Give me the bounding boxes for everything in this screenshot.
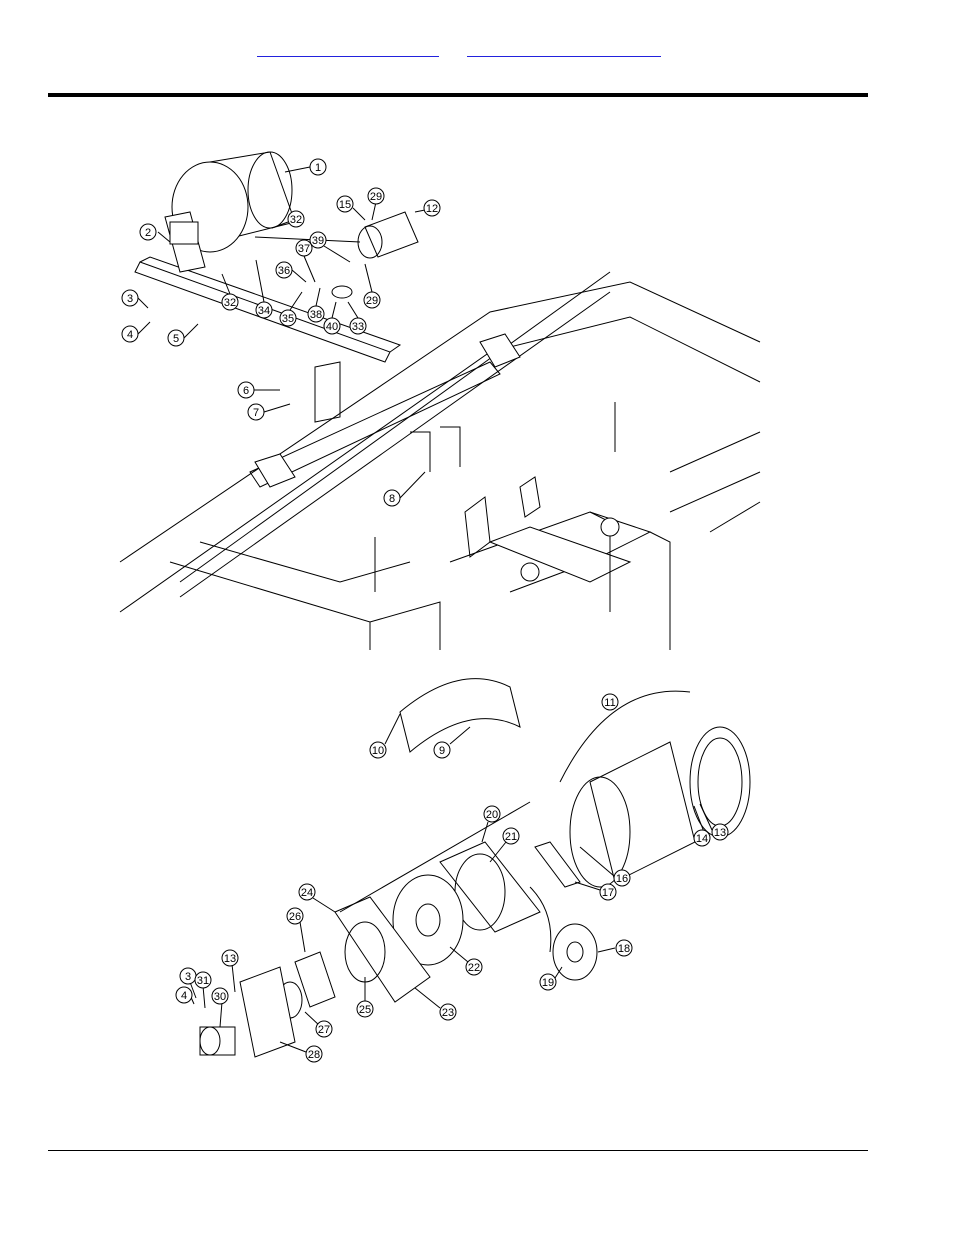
svg-text:3: 3 bbox=[127, 293, 133, 305]
svg-text:22: 22 bbox=[468, 962, 480, 974]
callout-13-left: 13 bbox=[221, 949, 239, 993]
svg-text:32: 32 bbox=[290, 214, 302, 226]
callout-40: 40 bbox=[323, 301, 341, 335]
svg-text:17: 17 bbox=[602, 887, 614, 899]
callout-2: 2 bbox=[139, 223, 171, 243]
svg-text:39: 39 bbox=[312, 235, 324, 247]
svg-text:9: 9 bbox=[439, 745, 445, 757]
upper-callouts: 1 2 3 4 5 6 7 8 12 15 29 32 32 33 34 35 … bbox=[121, 158, 441, 507]
callout-1: 1 bbox=[284, 158, 327, 176]
svg-text:4: 4 bbox=[127, 329, 133, 341]
svg-text:8: 8 bbox=[389, 493, 395, 505]
upper-assembly-drawing bbox=[119, 151, 761, 650]
svg-text:35: 35 bbox=[282, 313, 294, 325]
callout-30: 30 bbox=[211, 987, 229, 1028]
svg-text:11: 11 bbox=[604, 697, 615, 709]
svg-text:38: 38 bbox=[310, 309, 322, 321]
callout-29-top: 29 bbox=[367, 187, 385, 221]
svg-text:25: 25 bbox=[359, 1004, 371, 1016]
svg-text:4: 4 bbox=[181, 990, 187, 1002]
svg-text:33: 33 bbox=[352, 321, 364, 333]
svg-text:23: 23 bbox=[442, 1007, 454, 1019]
callout-39: 39 bbox=[309, 231, 351, 263]
callout-17: 17 bbox=[574, 881, 617, 901]
callout-21: 21 bbox=[489, 827, 520, 863]
callout-3: 3 bbox=[121, 289, 149, 309]
svg-text:7: 7 bbox=[253, 407, 259, 419]
svg-text:29: 29 bbox=[370, 191, 382, 203]
svg-text:31: 31 bbox=[197, 975, 209, 987]
callout-29-bottom: 29 bbox=[363, 263, 381, 309]
svg-text:24: 24 bbox=[301, 887, 313, 899]
svg-text:10: 10 bbox=[372, 745, 384, 757]
callout-28: 28 bbox=[279, 1041, 323, 1063]
callout-15: 15 bbox=[336, 195, 366, 221]
callout-11: 11 bbox=[601, 693, 619, 711]
svg-text:14: 14 bbox=[696, 833, 708, 845]
callout-33: 33 bbox=[347, 301, 367, 335]
header-link-left[interactable] bbox=[257, 40, 439, 57]
svg-text:29: 29 bbox=[366, 295, 378, 307]
callout-9: 9 bbox=[433, 726, 471, 759]
svg-text:27: 27 bbox=[318, 1024, 330, 1036]
svg-text:13: 13 bbox=[224, 953, 236, 965]
lower-exploded-drawing bbox=[199, 678, 751, 1058]
svg-text:40: 40 bbox=[326, 321, 338, 333]
callout-12: 12 bbox=[414, 199, 441, 217]
callout-4-lower: 4 bbox=[175, 986, 195, 1005]
svg-text:12: 12 bbox=[426, 203, 438, 215]
callout-13-right: 13 bbox=[699, 803, 729, 841]
svg-text:3: 3 bbox=[185, 971, 191, 983]
callout-3-lower: 3 bbox=[179, 967, 197, 999]
callout-27: 27 bbox=[304, 1011, 333, 1038]
svg-text:19: 19 bbox=[542, 977, 554, 989]
header-link-right[interactable] bbox=[467, 40, 661, 57]
callout-7: 7 bbox=[247, 403, 291, 421]
svg-text:1: 1 bbox=[315, 162, 321, 174]
svg-text:16: 16 bbox=[616, 873, 628, 885]
callout-32-bottom: 32 bbox=[221, 273, 239, 311]
svg-text:30: 30 bbox=[214, 991, 226, 1003]
callout-16: 16 bbox=[579, 846, 631, 887]
callout-35: 35 bbox=[279, 291, 303, 327]
svg-text:34: 34 bbox=[258, 305, 270, 317]
svg-text:37: 37 bbox=[298, 243, 310, 255]
svg-text:5: 5 bbox=[173, 333, 179, 345]
callout-36: 36 bbox=[275, 261, 307, 283]
callout-26: 26 bbox=[286, 907, 306, 953]
callout-18: 18 bbox=[597, 939, 633, 957]
svg-text:15: 15 bbox=[339, 199, 351, 211]
callout-19: 19 bbox=[539, 966, 563, 991]
svg-text:18: 18 bbox=[618, 943, 630, 955]
callout-23: 23 bbox=[414, 987, 457, 1021]
callout-10: 10 bbox=[369, 713, 401, 759]
callout-8: 8 bbox=[383, 471, 426, 507]
callout-38: 38 bbox=[307, 287, 325, 323]
svg-text:13: 13 bbox=[714, 827, 726, 839]
callout-22: 22 bbox=[449, 946, 483, 976]
callout-24: 24 bbox=[298, 883, 336, 913]
svg-text:6: 6 bbox=[243, 385, 249, 397]
svg-text:32: 32 bbox=[224, 297, 236, 309]
header-rule bbox=[48, 93, 868, 97]
callout-31: 31 bbox=[194, 971, 212, 1009]
footer-rule bbox=[48, 1150, 868, 1151]
callout-4: 4 bbox=[121, 321, 151, 343]
callout-14: 14 bbox=[693, 805, 711, 847]
callout-37: 37 bbox=[295, 239, 316, 283]
svg-text:21: 21 bbox=[505, 831, 517, 843]
lower-callouts: 9 10 11 13 14 16 17 18 19 20 21 22 23 24… bbox=[175, 693, 729, 1063]
svg-text:2: 2 bbox=[145, 227, 151, 239]
callout-5: 5 bbox=[167, 323, 199, 347]
callout-32-top: 32 bbox=[271, 210, 305, 229]
callout-6: 6 bbox=[237, 381, 280, 399]
callout-20: 20 bbox=[481, 805, 501, 843]
svg-text:36: 36 bbox=[278, 265, 290, 277]
callout-25: 25 bbox=[356, 977, 374, 1018]
callout-34: 34 bbox=[255, 259, 273, 319]
svg-text:20: 20 bbox=[486, 809, 498, 821]
svg-text:26: 26 bbox=[289, 911, 301, 923]
svg-text:28: 28 bbox=[308, 1049, 320, 1061]
parts-diagram: 1 2 3 4 5 6 7 8 12 15 29 32 32 33 34 35 … bbox=[110, 142, 770, 1077]
